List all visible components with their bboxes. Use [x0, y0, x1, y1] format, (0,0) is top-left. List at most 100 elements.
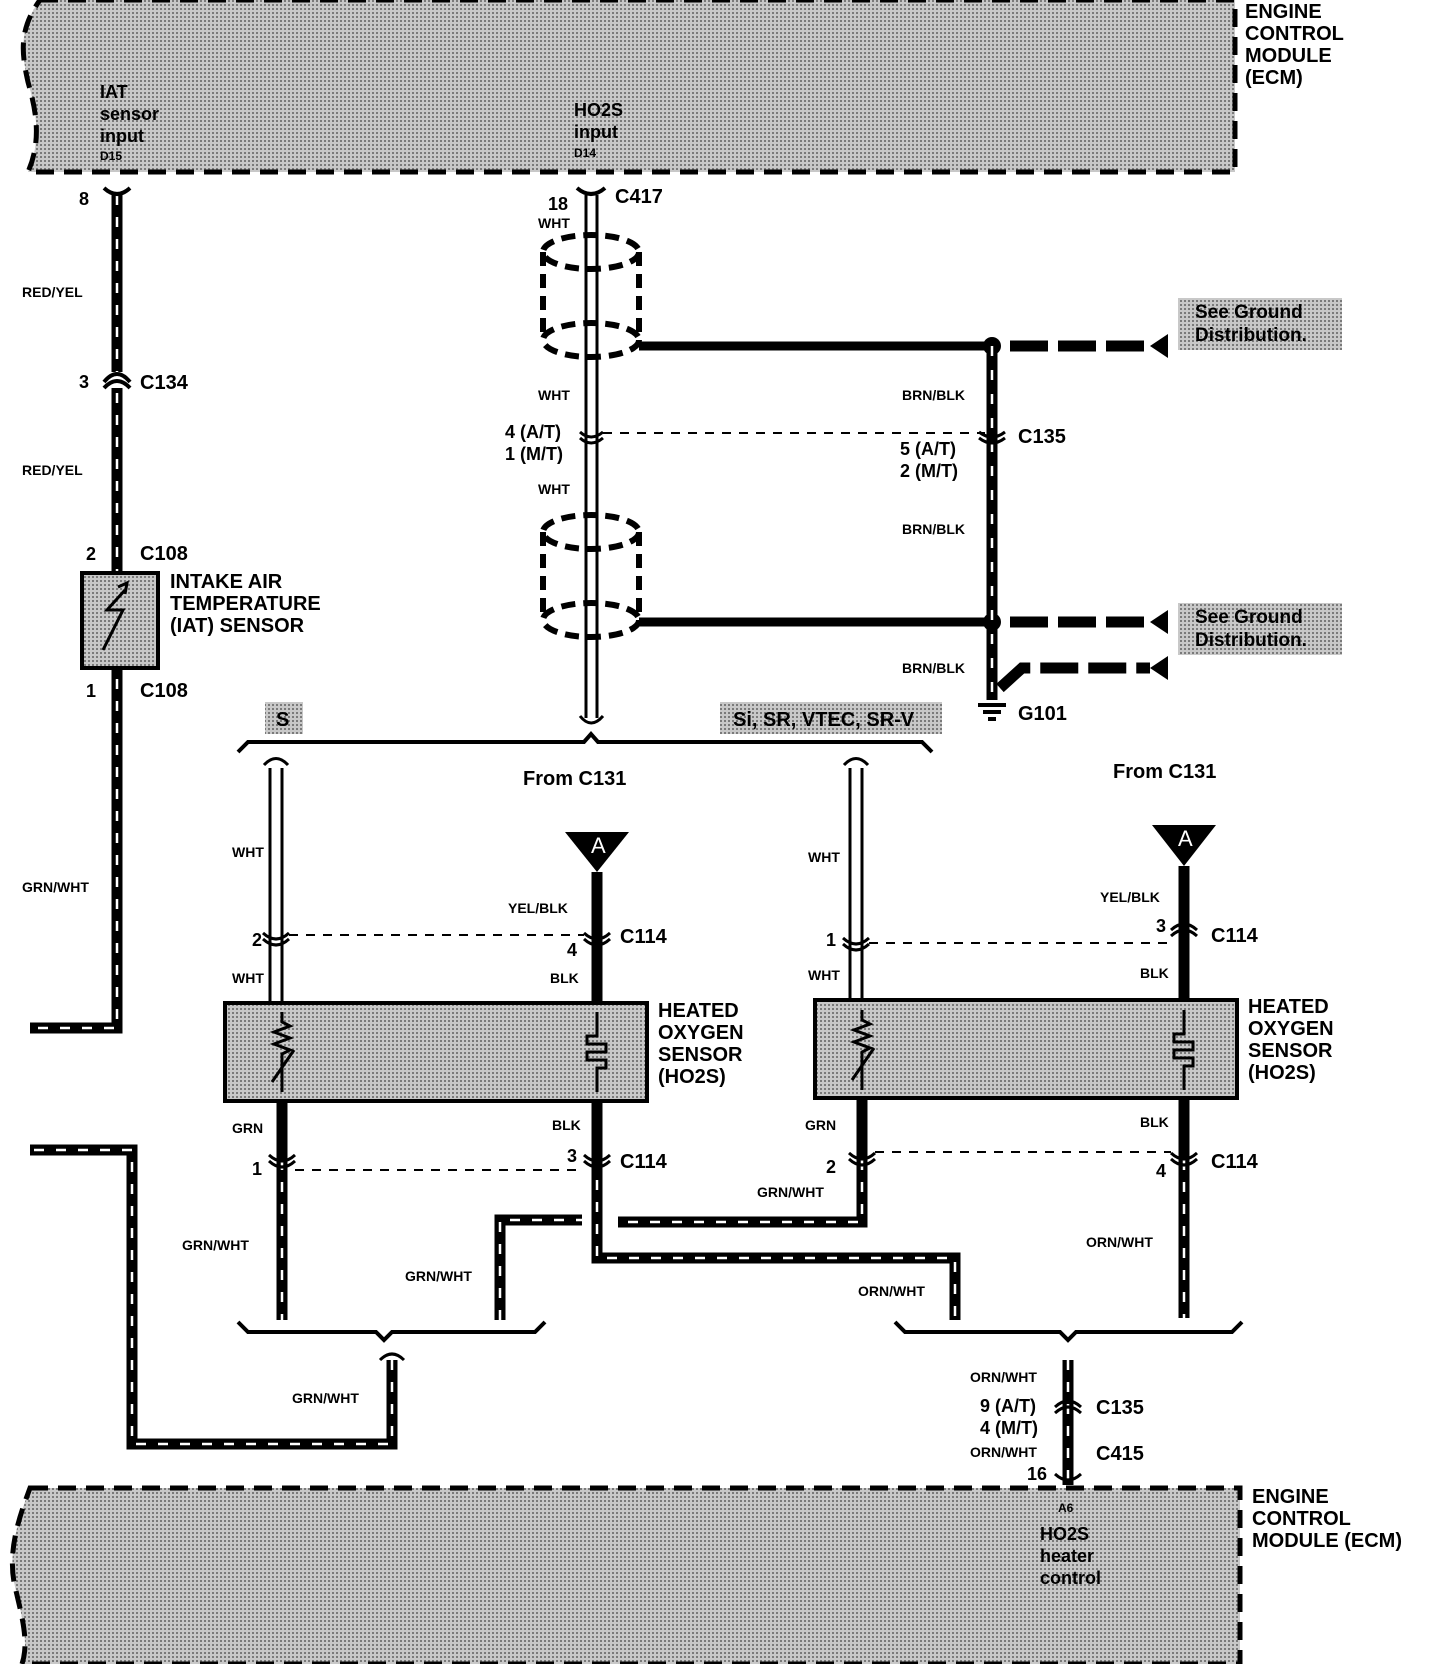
- ho2s-wire-2-color: WHT: [538, 387, 570, 403]
- from-c131-left: From C131: [523, 768, 626, 790]
- orn-wht-2-label: ORN/WHT: [970, 1444, 1037, 1460]
- ground-wire: [986, 346, 1168, 700]
- ecm-top-title: ENGINE CONTROL MODULE (ECM): [1245, 1, 1349, 89]
- ground-note-1-text: See Ground Distribution.: [1195, 302, 1308, 346]
- ho2s-signal-wire: [578, 195, 605, 725]
- left-c114-pin2: [261, 931, 291, 947]
- right-grn-wire: [618, 1098, 868, 1228]
- iat-sensor-box: [80, 571, 160, 670]
- shield-upper: [540, 232, 642, 360]
- ho2s-c135-pin-at: 4 (A/T): [505, 422, 561, 442]
- ground-wire-1-color: BRN/BLK: [902, 387, 965, 403]
- connector-iat-top: [102, 186, 132, 196]
- ho2s-c135-pin-mt: 1 (M/T): [505, 444, 563, 464]
- ground-c135-pin-mt: 2 (M/T): [900, 461, 958, 481]
- variant-s-label: S: [276, 709, 289, 731]
- right-orn-wht: ORN/WHT: [1086, 1234, 1153, 1250]
- grn-wht-to-ecm-wire: [30, 1144, 406, 1450]
- right-pin4: 4: [1156, 1161, 1166, 1181]
- left-pin3: 3: [567, 1146, 577, 1166]
- left-c114-pin4: [582, 931, 612, 947]
- right-pin3: 3: [1156, 916, 1166, 936]
- connector-c135-lower: [1053, 1399, 1083, 1415]
- left-c114-top: C114: [620, 926, 668, 948]
- iat-wire-mid-color: RED/YEL: [22, 462, 83, 478]
- grn-wht-merge-label: GRN/WHT: [292, 1390, 359, 1406]
- right-grn: GRN: [805, 1117, 836, 1133]
- right-a-label: A: [1178, 826, 1193, 851]
- left-blk-bottom: BLK: [552, 1117, 581, 1133]
- right-c114-top: C114: [1211, 925, 1259, 947]
- right-a-triangle: [1152, 825, 1216, 866]
- c108-bottom-label: C108: [140, 680, 188, 702]
- ecm-bottom-box: [9, 1485, 1243, 1664]
- left-blk-wire: [591, 1101, 961, 1320]
- connector-c417: [575, 186, 607, 196]
- left-merge-bracket: [236, 1320, 547, 1343]
- connector-c134: [102, 372, 132, 390]
- left-wht-top: WHT: [232, 844, 264, 860]
- right-ho2s-title: HEATED OXYGEN SENSOR (HO2S): [1248, 996, 1339, 1084]
- ecm-top-box: [20, 0, 1238, 175]
- variant-bracket: [236, 730, 934, 754]
- c134-label: C134: [140, 372, 189, 394]
- variant-other-box: [720, 702, 942, 734]
- right-pin2: 2: [826, 1157, 836, 1177]
- ho2s-input-label: HO2S input D14: [574, 100, 628, 160]
- c135-lower-label: C135: [1096, 1397, 1144, 1419]
- c415-pin16: 16: [1027, 1464, 1047, 1484]
- left-grn-wht-2: GRN/WHT: [405, 1268, 472, 1284]
- ground-note-1: [1178, 298, 1342, 350]
- right-c114-bottom: C114: [1211, 1151, 1259, 1173]
- right-yel-blk: YEL/BLK: [1100, 889, 1160, 905]
- connector-c415: [1053, 1472, 1083, 1482]
- right-merge-bracket: [893, 1320, 1244, 1343]
- variant-s-box: [265, 702, 303, 734]
- left-grn: GRN: [232, 1120, 263, 1136]
- ground-note-2-text: See Ground Distribution.: [1195, 607, 1308, 651]
- left-ho2s-signal-wire: [262, 757, 290, 1012]
- left-a-triangle: [565, 832, 629, 872]
- left-ho2s-box: [223, 1001, 649, 1103]
- g101-label: G101: [1018, 703, 1067, 725]
- ground-wire-3-color: BRN/BLK: [902, 660, 965, 676]
- right-blk-bottom: BLK: [1140, 1114, 1169, 1130]
- left-c114-bottom-conn: [267, 1153, 612, 1169]
- c134-pin: 3: [79, 372, 89, 392]
- right-ho2s-signal-wire: [842, 757, 870, 1010]
- iat-pin-8: 8: [79, 189, 89, 209]
- ground-note-2: [1178, 603, 1342, 655]
- right-c114-bottom-conn: [847, 1151, 1199, 1167]
- iat-sensor-label: INTAKE AIR TEMPERATURE (IAT) SENSOR: [170, 571, 326, 637]
- left-pin1: 1: [252, 1159, 262, 1179]
- ground-drain-upper: [639, 334, 1168, 358]
- left-grn-wht-1: GRN/WHT: [182, 1237, 249, 1253]
- orn-wht-1-label: ORN/WHT: [970, 1369, 1037, 1385]
- connector-c135-ground: [978, 430, 1006, 445]
- left-pin4: 4: [567, 940, 577, 960]
- iat-wire: [30, 195, 123, 1034]
- ho2s-pin-18: 18: [548, 194, 568, 214]
- ground-symbol-g101: [978, 703, 1006, 721]
- variant-other-label: Si, SR, VTEC, SR-V: [733, 709, 915, 731]
- c417-label: C417: [615, 186, 663, 208]
- c415-label: C415: [1096, 1443, 1144, 1465]
- left-crossover-wire: [494, 1214, 582, 1320]
- c108-top-pin: 2: [86, 544, 96, 564]
- left-blk-top: BLK: [550, 970, 579, 986]
- right-c114-pin3: [1169, 922, 1199, 938]
- ho2s-wire-1-color: WHT: [538, 215, 570, 231]
- left-a-label: A: [591, 833, 606, 858]
- left-pin2: 2: [252, 930, 262, 950]
- ho2s-heater-control-label: A6 HO2S heater control: [1040, 1496, 1101, 1588]
- iat-sensor-input-label: IAT sensor input D15: [100, 82, 164, 163]
- ground-wire-2-color: BRN/BLK: [902, 521, 965, 537]
- from-c131-right: From C131: [1113, 761, 1216, 783]
- iat-wire-bottom-color: GRN/WHT: [22, 879, 89, 895]
- left-yel-blk: YEL/BLK: [508, 900, 568, 916]
- left-c114-bottom: C114: [620, 1151, 668, 1173]
- ground-drain-lower: [639, 610, 1168, 634]
- ground-c135-pin-at: 5 (A/T): [900, 439, 956, 459]
- c135-ground-label: C135: [1018, 426, 1066, 448]
